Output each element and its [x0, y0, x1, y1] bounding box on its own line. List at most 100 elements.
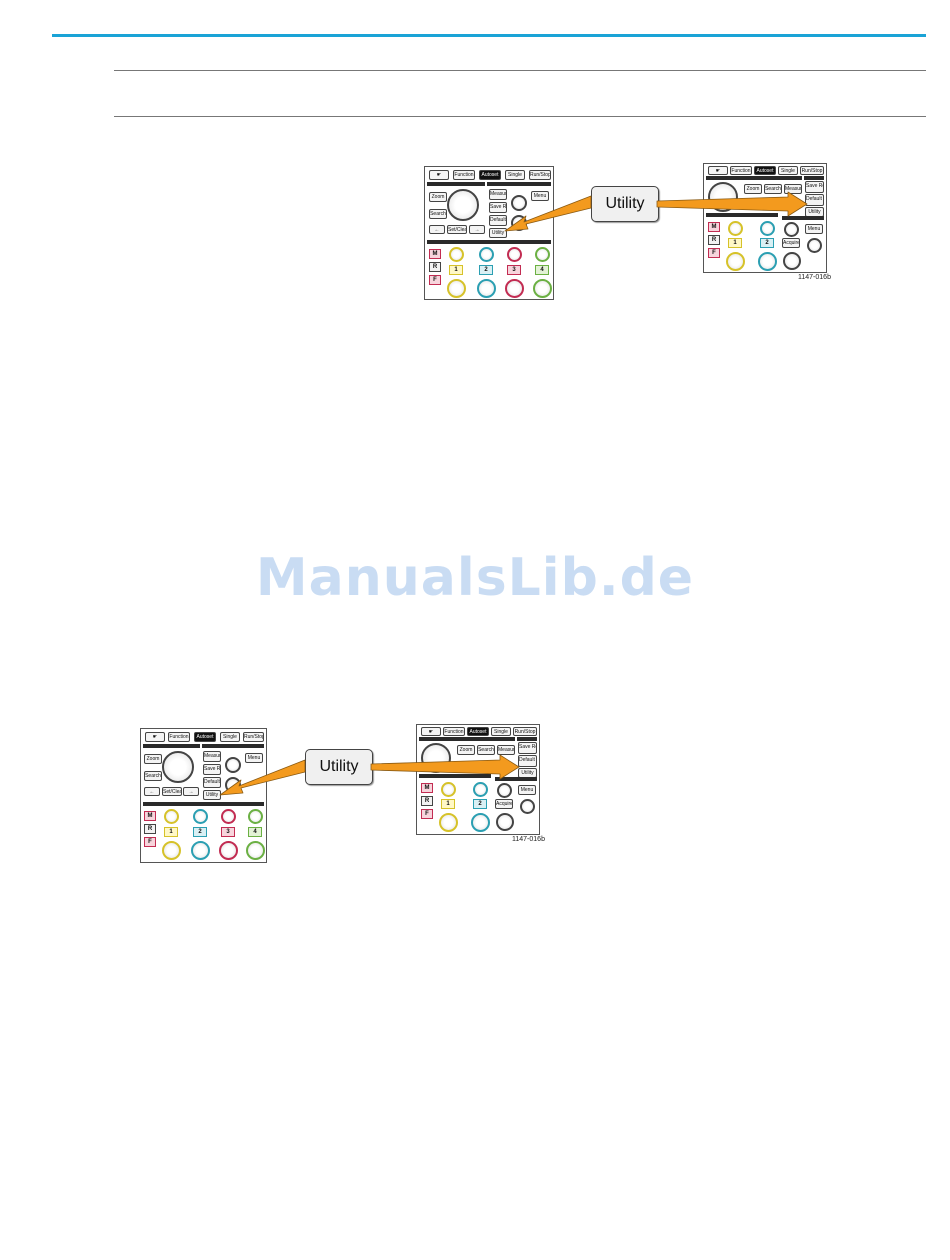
search-button[interactable]: Search	[144, 771, 162, 781]
right-arrow-button[interactable]: →	[469, 225, 485, 234]
function-button[interactable]: Function	[453, 170, 475, 180]
ch2-scale-knob[interactable]	[471, 813, 490, 832]
measure-button[interactable]: Measure	[489, 189, 507, 200]
ch1-scale-knob[interactable]	[162, 841, 181, 860]
trigger-level-knob[interactable]	[520, 799, 535, 814]
ch4-button[interactable]: 4	[248, 827, 262, 837]
ch2-position-knob[interactable]	[193, 809, 208, 824]
ch4-button[interactable]: 4	[535, 265, 549, 275]
run-stop-button[interactable]: Run/Stop	[513, 727, 537, 736]
search-button[interactable]: Search	[477, 745, 495, 755]
set-clear-button[interactable]: Set/Clear	[447, 225, 467, 234]
horizontal-position-knob[interactable]	[784, 222, 799, 237]
ch2-scale-knob[interactable]	[758, 252, 777, 271]
zoom-button[interactable]: Zoom	[744, 184, 762, 194]
ch2-position-knob[interactable]	[473, 782, 488, 797]
right-arrow-button[interactable]: →	[183, 787, 199, 796]
run-stop-button[interactable]: Run/Stop	[800, 166, 824, 175]
ch3-scale-knob[interactable]	[219, 841, 238, 860]
ch3-button[interactable]: 3	[507, 265, 521, 275]
trigger-menu-button[interactable]: Menu	[518, 785, 536, 795]
math-button[interactable]: M	[708, 222, 720, 232]
help-icon[interactable]: ☛	[145, 732, 165, 742]
ch2-button[interactable]: 2	[760, 238, 774, 248]
ch2-position-knob[interactable]	[760, 221, 775, 236]
ch1-button[interactable]: 1	[449, 265, 463, 275]
ch4-scale-knob[interactable]	[246, 841, 265, 860]
function-button[interactable]: Function	[443, 727, 465, 736]
trigger-menu-button[interactable]: Menu	[531, 191, 549, 201]
math-button[interactable]: M	[144, 811, 156, 821]
single-button[interactable]: Single	[778, 166, 798, 175]
autoset-button[interactable]: Autoset	[194, 732, 216, 742]
single-button[interactable]: Single	[220, 732, 240, 742]
horizontal-position-knob[interactable]	[497, 783, 512, 798]
ch3-scale-knob[interactable]	[505, 279, 524, 298]
ch4-scale-knob[interactable]	[533, 279, 552, 298]
search-button[interactable]: Search	[429, 209, 447, 219]
ch3-button[interactable]: 3	[221, 827, 235, 837]
ch2-button[interactable]: 2	[479, 265, 493, 275]
position-knob[interactable]	[225, 757, 241, 773]
fft-button[interactable]: F	[429, 275, 441, 285]
ch4-position-knob[interactable]	[248, 809, 263, 824]
save-recall-button[interactable]: Save Recall	[518, 742, 537, 754]
ch4-position-knob[interactable]	[535, 247, 550, 262]
run-stop-button[interactable]: Run/Stop	[529, 170, 551, 180]
reference-button[interactable]: R	[144, 824, 156, 834]
ch1-position-knob[interactable]	[164, 809, 179, 824]
zoom-button[interactable]: Zoom	[457, 745, 475, 755]
multipurpose-knob[interactable]	[447, 189, 479, 221]
left-arrow-button[interactable]: ←	[144, 787, 160, 796]
function-button[interactable]: Function	[730, 166, 752, 175]
math-button[interactable]: M	[429, 249, 441, 259]
ch1-scale-knob[interactable]	[447, 279, 466, 298]
ch1-position-knob[interactable]	[441, 782, 456, 797]
default-setup-button[interactable]: Default Setup	[805, 194, 824, 206]
help-icon[interactable]: ☛	[708, 166, 728, 175]
default-setup-button[interactable]: Default Setup	[203, 777, 221, 788]
autoset-button[interactable]: Autoset	[754, 166, 776, 175]
ch1-button[interactable]: 1	[441, 799, 455, 809]
fft-button[interactable]: F	[421, 809, 433, 819]
ch1-scale-knob[interactable]	[439, 813, 458, 832]
search-button[interactable]: Search	[764, 184, 782, 194]
autoset-button[interactable]: Autoset	[467, 727, 489, 736]
ch1-position-knob[interactable]	[449, 247, 464, 262]
set-clear-button[interactable]: Set/Clear	[162, 787, 182, 796]
save-recall-button[interactable]: Save Recall	[805, 181, 824, 193]
math-button[interactable]: M	[421, 783, 433, 793]
ch1-button[interactable]: 1	[728, 238, 742, 248]
trigger-menu-button[interactable]: Menu	[805, 224, 823, 234]
single-button[interactable]: Single	[505, 170, 525, 180]
measure-button[interactable]: Measure	[497, 745, 515, 755]
trigger-level-knob[interactable]	[807, 238, 822, 253]
zoom-button[interactable]: Zoom	[144, 754, 162, 764]
ch2-button[interactable]: 2	[473, 799, 487, 809]
measure-button[interactable]: Measure	[203, 751, 221, 762]
measure-button[interactable]: Measure	[784, 184, 802, 194]
fft-button[interactable]: F	[144, 837, 156, 847]
utility-button[interactable]: Utility	[489, 228, 507, 238]
ch1-button[interactable]: 1	[164, 827, 178, 837]
multipurpose-knob[interactable]	[162, 751, 194, 783]
position-knob[interactable]	[511, 195, 527, 211]
single-button[interactable]: Single	[491, 727, 511, 736]
ch2-scale-knob[interactable]	[477, 279, 496, 298]
help-icon[interactable]: ☛	[421, 727, 441, 736]
fft-button[interactable]: F	[708, 248, 720, 258]
run-stop-button[interactable]: Run/Stop	[243, 732, 264, 742]
autoset-button[interactable]: Autoset	[479, 170, 501, 180]
ch2-button[interactable]: 2	[193, 827, 207, 837]
ch2-position-knob[interactable]	[479, 247, 494, 262]
ch1-scale-knob[interactable]	[726, 252, 745, 271]
zoom-button[interactable]: Zoom	[429, 192, 447, 202]
acquire-button[interactable]: Acquire	[495, 799, 513, 809]
horizontal-scale-knob[interactable]	[496, 813, 514, 831]
horizontal-scale-knob[interactable]	[783, 252, 801, 270]
ch2-scale-knob[interactable]	[191, 841, 210, 860]
function-button[interactable]: Function	[168, 732, 190, 742]
default-setup-button[interactable]: Default Setup	[489, 215, 507, 226]
help-icon[interactable]: ☛	[429, 170, 449, 180]
ch1-position-knob[interactable]	[728, 221, 743, 236]
